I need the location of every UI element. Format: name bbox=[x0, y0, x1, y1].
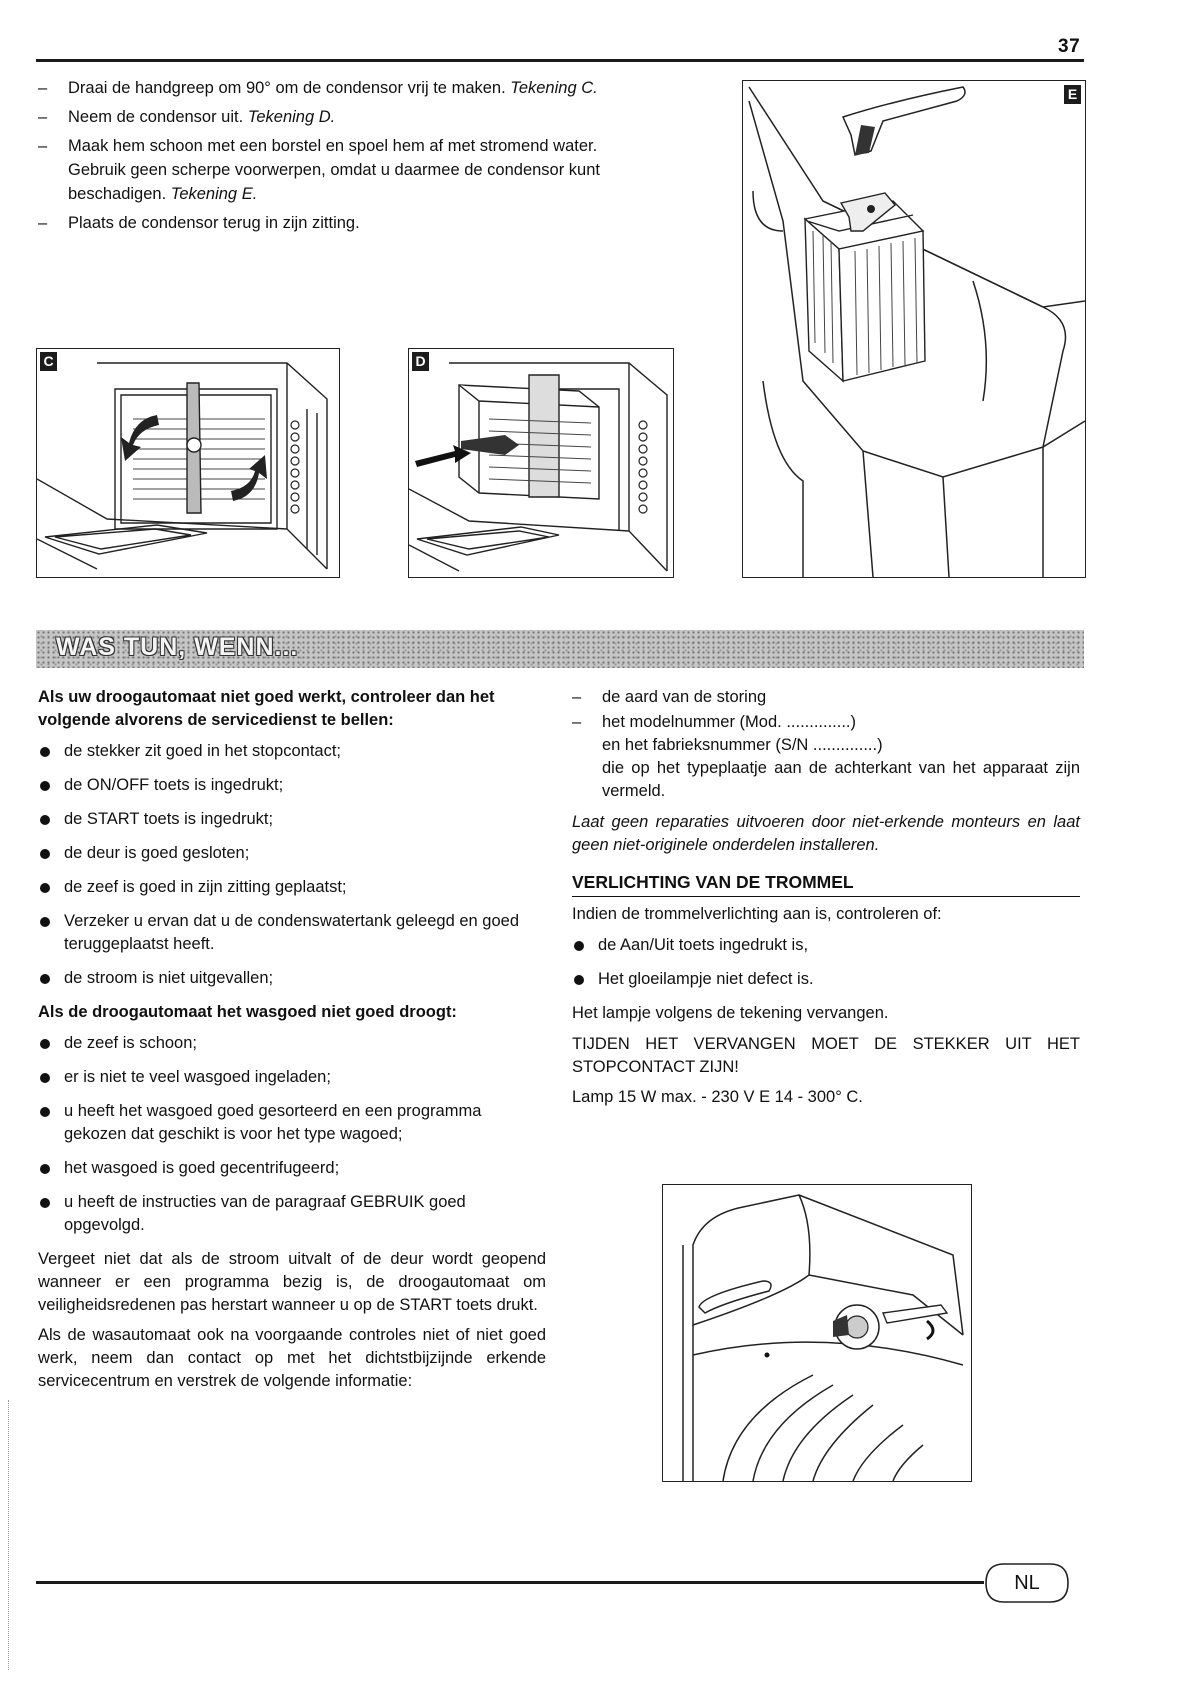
language-code: NL bbox=[1014, 1572, 1040, 1594]
step-item: –Draai de handgreep om 90° om de condens… bbox=[38, 79, 598, 97]
step-item: –Plaats de condensor terug in zijn zitti… bbox=[38, 214, 360, 232]
lamp-drawing bbox=[682, 1194, 964, 1481]
check-heading: Als uw droogautomaat niet goed werkt, co… bbox=[38, 688, 495, 729]
drying-heading: Als de droogautomaat het wasgoed niet go… bbox=[38, 1003, 457, 1021]
check-item: de zeef is goed in zijn zitting geplaats… bbox=[38, 876, 546, 899]
replace-note: Het lampje volgens de tekening vervangen… bbox=[572, 1004, 889, 1022]
figure-e-label: E bbox=[1064, 85, 1081, 104]
check-item: Het gloeilampje niet defect is. bbox=[572, 968, 1080, 991]
check-item: u heeft het wasgoed goed gesorteerd en e… bbox=[38, 1100, 546, 1146]
check-item: de Aan/Uit toets ingedrukt is, bbox=[572, 934, 1080, 957]
repair-warning: Laat geen reparaties uitvoeren door niet… bbox=[572, 813, 1080, 854]
lighting-check-list: de Aan/Uit toets ingedrukt is, Het gloei… bbox=[572, 934, 1080, 991]
scan-edge-mark bbox=[8, 1400, 10, 1670]
step-item: –Maak hem schoon met een borstel en spoe… bbox=[38, 137, 600, 203]
figure-e-drawing bbox=[748, 86, 1085, 577]
drying-check-list: de zeef is schoon; er is niet te veel wa… bbox=[38, 1032, 546, 1237]
lighting-heading: VERLICHTING VAN DE TROMMEL bbox=[572, 871, 1080, 897]
figure-lamp-replacement bbox=[662, 1184, 972, 1482]
check-item: er is niet te veel wasgoed ingeladen; bbox=[38, 1066, 546, 1089]
check-item: het wasgoed is goed gecentrifugeerd; bbox=[38, 1157, 546, 1180]
check-item: u heeft de instructies van de paragraaf … bbox=[38, 1191, 546, 1237]
check-list: de stekker zit goed in het stopcontact; … bbox=[38, 740, 546, 990]
figure-d-drawing bbox=[409, 362, 668, 572]
lamp-spec: Lamp 15 W max. - 230 V E 14 - 300° C. bbox=[572, 1088, 863, 1106]
figure-c-turn-handle: C bbox=[36, 348, 340, 578]
figure-d-label: D bbox=[412, 352, 429, 371]
check-item: de ON/OFF toets is ingedrukt; bbox=[38, 774, 546, 797]
service-info-list: –de aard van de storing – het modelnumme… bbox=[572, 686, 1080, 803]
figure-d-remove-condenser: D bbox=[408, 348, 674, 578]
badge-outline bbox=[985, 1563, 1069, 1603]
check-item: de deur is goed gesloten; bbox=[38, 842, 546, 865]
power-failure-note: Vergeet niet dat als de stroom uitvalt o… bbox=[38, 1250, 546, 1314]
service-contact-note: Als de wasautomaat ook na voorgaande con… bbox=[38, 1326, 546, 1390]
section-banner: WAS TUN, WENN... bbox=[36, 630, 1084, 668]
bottom-rule bbox=[36, 1581, 984, 1584]
figure-c-label: C bbox=[40, 352, 57, 371]
info-item: – het modelnummer (Mod. ..............) … bbox=[572, 713, 1080, 800]
check-item: de zeef is schoon; bbox=[38, 1032, 546, 1055]
lighting-intro: Indien de trommelverlichting aan is, con… bbox=[572, 905, 942, 923]
check-item: Verzeker u ervan dat u de condenswaterta… bbox=[38, 910, 546, 956]
troubleshooting-right-column: –de aard van de storing – het modelnumme… bbox=[572, 686, 1080, 1117]
page-number: 37 bbox=[1058, 36, 1081, 57]
check-item: de stekker zit goed in het stopcontact; bbox=[38, 740, 546, 763]
unplug-caution: TIJDEN HET VERVANGEN MOET DE STEKKER UIT… bbox=[572, 1035, 1080, 1076]
condenser-steps: –Draai de handgreep om 90° om de condens… bbox=[38, 76, 658, 240]
language-badge: NL bbox=[982, 1560, 1072, 1606]
section-title: WAS TUN, WENN... bbox=[56, 633, 299, 661]
info-item: –de aard van de storing bbox=[572, 688, 767, 706]
check-item: de START toets is ingedrukt; bbox=[38, 808, 546, 831]
figure-e-clean-condenser: E bbox=[742, 80, 1086, 578]
check-item: de stroom is niet uitgevallen; bbox=[38, 967, 546, 990]
step-item: –Neem de condensor uit. Tekening D. bbox=[38, 108, 336, 126]
troubleshooting-left-column: Als uw droogautomaat niet goed werkt, co… bbox=[38, 686, 546, 1400]
figure-c-drawing bbox=[37, 362, 328, 570]
top-rule bbox=[36, 59, 1084, 62]
